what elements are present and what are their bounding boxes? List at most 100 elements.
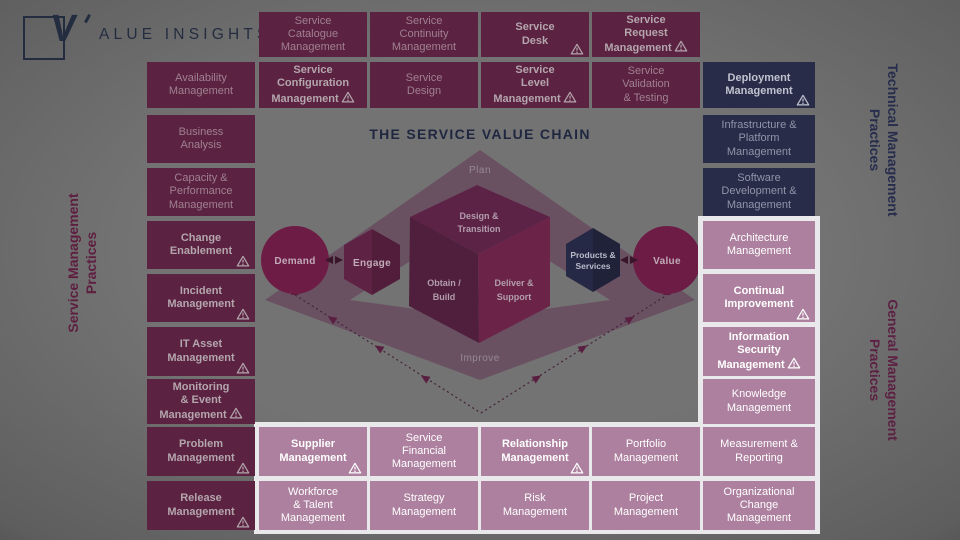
practice-label: Relationship Management — [501, 438, 569, 464]
service-value-chain-title: THE SERVICE VALUE CHAIN — [369, 126, 591, 142]
practice-label: Strategy Management — [391, 492, 457, 518]
knowledge-management-box: Knowledge Management — [703, 379, 815, 424]
infrastructure-platform-management-box: Infrastructure & Platform Management — [703, 115, 815, 163]
service-level-management-box: Service Level Management — [481, 62, 589, 108]
practice-label: Project Management — [613, 492, 679, 518]
warning-icon — [796, 308, 810, 320]
practice-label: Service Desk — [515, 21, 555, 47]
demand-label: Demand — [274, 256, 315, 267]
logo-square — [23, 16, 65, 60]
incident-management-box: Incident Management — [147, 274, 255, 322]
products-services-label-2: Services — [576, 261, 611, 271]
service-configuration-management-box: Service Configuration Management — [259, 62, 367, 108]
design-transition-label-1: Design & — [459, 211, 499, 221]
deliver-support-label-2: Support — [497, 292, 532, 302]
practice-label: Information Security Management — [717, 331, 800, 373]
warning-icon — [229, 407, 242, 419]
technical-management-practices-label: Technical Management Practices — [867, 63, 902, 217]
demand-circle — [261, 226, 329, 294]
warning-icon — [236, 255, 250, 267]
relationship-management-box: Relationship Management — [481, 427, 589, 476]
warning-icon — [674, 40, 687, 52]
organizational-change-management-box: Organizational Change Management — [703, 481, 815, 530]
capacity-performance-management-box: Capacity & Performance Management — [147, 168, 255, 216]
warning-icon — [570, 43, 584, 55]
plan-label: Plan — [469, 165, 491, 176]
business-analysis-box: Business Analysis — [147, 115, 255, 163]
service-continuity-management-box: Service Continuity Management — [370, 12, 478, 57]
release-management-box: Release Management — [147, 481, 255, 530]
value-chain-cube — [409, 185, 550, 343]
service-management-practices-label: Service Management Practices — [64, 193, 99, 333]
value-label: Value — [653, 256, 681, 267]
availability-management-box: Availability Management — [147, 62, 255, 108]
practice-label: Change Enablement — [169, 231, 233, 257]
warning-icon — [236, 362, 250, 374]
problem-management-box: Problem Management — [147, 427, 255, 476]
practice-label: Portfolio Management — [613, 438, 679, 464]
strategy-management-box: Strategy Management — [370, 481, 478, 530]
obtain-build-label-2: Build — [433, 292, 456, 302]
practice-label: Business Analysis — [178, 125, 224, 151]
it-asset-management-box: IT Asset Management — [147, 327, 255, 376]
obtain-build-label-1: Obtain / — [427, 278, 461, 288]
service-value-chain-diagram: Plan Improve Design & Transition Obtain … — [261, 150, 701, 414]
service-financial-management-box: Service Financial Management — [370, 427, 478, 476]
service-request-management-box: Service Request Management — [592, 12, 700, 57]
software-development-management-box: Software Development & Management — [703, 168, 815, 216]
practice-label: IT Asset Management — [167, 338, 235, 364]
practice-label: Deployment Management — [725, 71, 793, 97]
risk-management-box: Risk Management — [481, 481, 589, 530]
logo-v-letter: V — [48, 8, 79, 50]
warning-icon — [796, 94, 810, 106]
project-management-box: Project Management — [592, 481, 700, 530]
practice-label: Risk Management — [502, 492, 568, 518]
service-desk-box: Service Desk — [481, 12, 589, 57]
value-chain-band — [265, 150, 695, 380]
logo-accent-mark — [84, 13, 91, 24]
practice-label: Service Financial Management — [391, 431, 457, 471]
warning-icon — [348, 462, 362, 474]
design-transition-label-2: Transition — [457, 224, 500, 234]
service-validation-testing-box: Service Validation & Testing — [592, 62, 700, 108]
engage-label: Engage — [353, 258, 391, 269]
practice-label: Service Level Management — [493, 64, 576, 106]
practice-label: Service Validation & Testing — [622, 65, 670, 104]
value-circle — [633, 226, 701, 294]
practice-label: Service Catalogue Management — [280, 14, 346, 54]
improve-label: Improve — [460, 353, 500, 364]
practice-label: Availability Management — [168, 71, 234, 97]
practice-label: Workforce & Talent Management — [280, 485, 346, 525]
practice-label: Knowledge Management — [726, 388, 792, 414]
practice-label: Monitoring & Event Management — [159, 381, 242, 423]
products-value-arrows — [620, 256, 638, 264]
practice-label: Software Development & Management — [721, 172, 797, 211]
practice-label: Incident Management — [167, 284, 235, 310]
products-services-hexagon — [566, 228, 620, 292]
demand-engage-arrows — [325, 256, 343, 264]
practice-label: Capacity & Performance Management — [168, 172, 234, 211]
value-insights-logo: V ALUE INSIGHTS — [23, 8, 323, 62]
monitoring-event-management-box: Monitoring & Event Management — [147, 379, 255, 424]
practice-label: Continual Improvement — [724, 284, 794, 310]
measurement-reporting-box: Measurement & Reporting — [703, 427, 815, 476]
practice-label: Service Request Management — [604, 14, 687, 56]
practice-label: Release Management — [167, 492, 235, 518]
information-security-management-box: Information Security Management — [703, 327, 815, 376]
practice-label: Service Configuration Management — [271, 64, 354, 106]
change-enablement-box: Change Enablement — [147, 221, 255, 269]
workforce-talent-management-box: Workforce & Talent Management — [259, 481, 367, 530]
practice-label: Architecture Management — [726, 231, 792, 257]
practice-label: Problem Management — [167, 438, 235, 464]
warning-icon — [236, 462, 250, 474]
continual-improvement-box: Continual Improvement — [703, 274, 815, 322]
warning-icon — [341, 91, 354, 103]
deployment-management-box: Deployment Management — [703, 62, 815, 108]
architecture-management-box: Architecture Management — [703, 221, 815, 269]
practice-label: Supplier Management — [279, 438, 347, 464]
warning-icon — [787, 357, 800, 369]
practice-label: Organizational Change Management — [723, 485, 795, 525]
warning-icon — [570, 462, 584, 474]
service-catalogue-management-box: Service Catalogue Management — [259, 12, 367, 57]
practice-label: Service Continuity Management — [391, 14, 457, 54]
